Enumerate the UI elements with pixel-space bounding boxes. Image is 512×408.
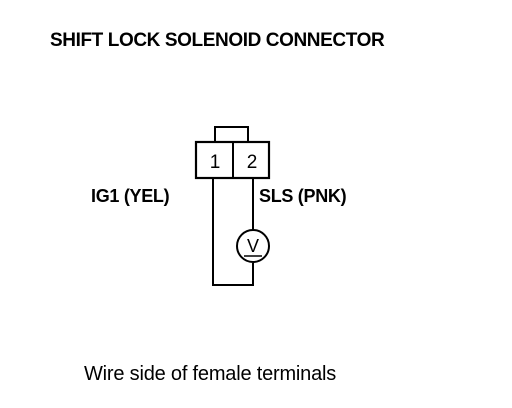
terminal-1-number: 1 <box>210 152 221 173</box>
sls-wire-label: SLS (PNK) <box>259 186 347 206</box>
ig1-wire-label: IG1 (YEL) <box>91 186 170 206</box>
terminal-2-number: 2 <box>247 152 258 173</box>
voltmeter-icon <box>236 229 270 263</box>
diagram-caption: Wire side of female terminals <box>84 363 337 385</box>
connector-lock-tab <box>214 126 249 144</box>
voltmeter-symbol: V <box>247 236 259 256</box>
diagram-title: SHIFT LOCK SOLENOID CONNECTOR <box>50 30 385 51</box>
